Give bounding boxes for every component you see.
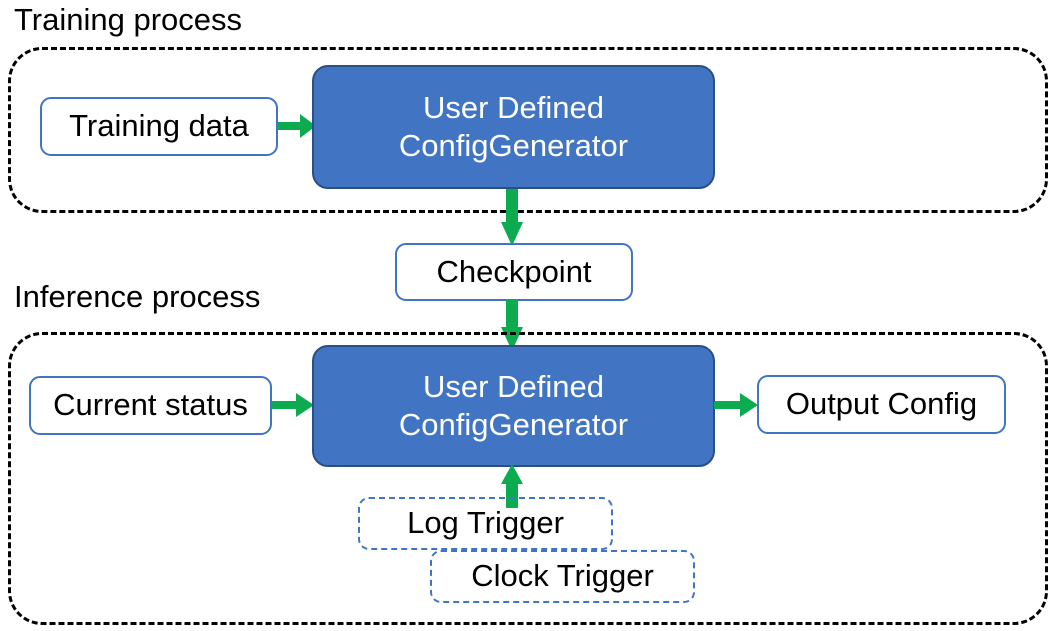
arrow-training-data-to-generator [278,110,318,142]
current-status-node[interactable]: Current status [29,376,272,435]
training-config-generator-line2: ConfigGenerator [398,128,629,163]
training-process-label: Training process [14,2,243,37]
current-status-label: Current status [53,387,248,423]
arrow-generator-to-checkpoint-stem [501,186,527,248]
inference-config-generator-line2: ConfigGenerator [398,407,629,442]
inference-config-generator-line1: User Defined [423,369,604,405]
clock-trigger-node[interactable]: Clock Trigger [430,550,695,603]
output-config-label: Output Config [785,386,978,422]
inference-process-label: Inference process [14,279,261,314]
training-data-node[interactable]: Training data [40,97,278,156]
arrow-generator-to-output-config [714,389,760,421]
training-config-generator-line1: User Defined [423,90,604,126]
clock-trigger-label: Clock Trigger [471,558,654,594]
arrow-current-status-to-generator [272,389,316,421]
inference-process-container [8,332,1048,625]
training-config-generator-node[interactable]: User Defined ConfigGenerator [312,65,715,189]
training-data-label: Training data [69,108,249,144]
checkpoint-label: Checkpoint [436,253,592,289]
log-trigger-label: Log Trigger [407,505,564,541]
output-config-node[interactable]: Output Config [757,375,1006,434]
inference-config-generator-node[interactable]: User Defined ConfigGenerator [312,345,715,467]
log-trigger-node[interactable]: Log Trigger [358,497,613,550]
training-process-container [8,47,1048,213]
arrow-triggers-to-generator [501,464,527,508]
checkpoint-node[interactable]: Checkpoint [395,243,633,301]
